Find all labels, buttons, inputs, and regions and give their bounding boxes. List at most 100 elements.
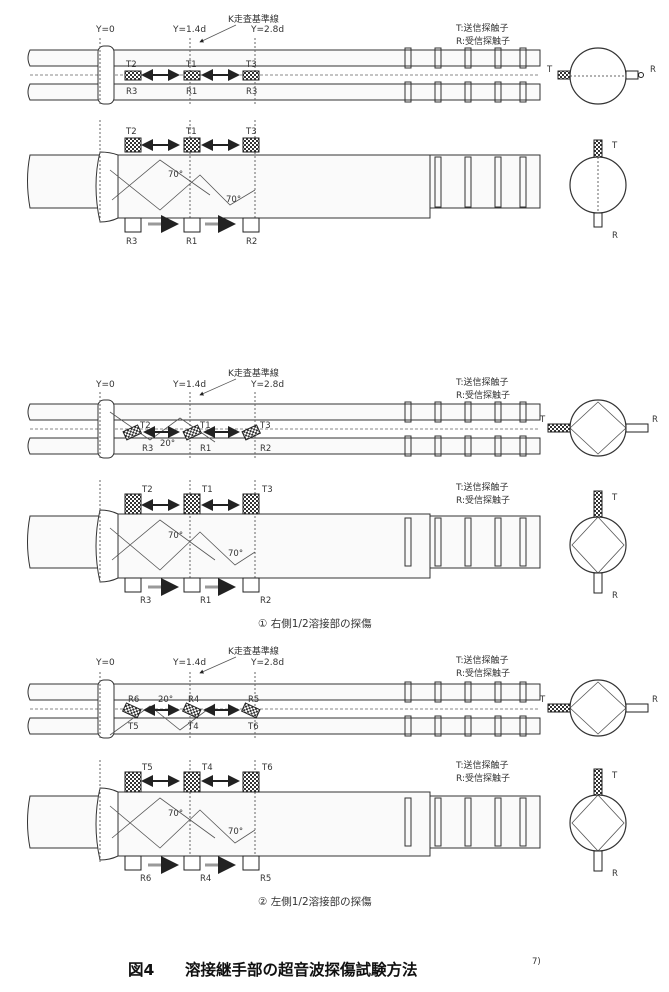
section-1: Y=0 Y=1.4d Y=2.8d K走査基準線 T:送信探触子 R:受信探触子	[27, 13, 656, 247]
s2-side-top-3: T3	[261, 485, 273, 495]
s2-cross-right: R	[652, 415, 658, 425]
s2-side-bot-2: R1	[200, 596, 211, 606]
s2-legend-t: T:送信探触子	[455, 376, 509, 388]
figure-title-text: 溶接継手部の超音波探傷試験方法	[185, 960, 418, 979]
s3-legend-t2: T:送信探触子	[455, 759, 509, 771]
figure-title: 図4 溶接継手部の超音波探傷試験方法 7)	[128, 957, 541, 979]
s3-angle-20: 20°	[158, 695, 173, 705]
s3-bot-label-2: T4	[187, 722, 199, 732]
s2-y1-label: Y=1.4d	[172, 380, 206, 390]
s3-top-label-2: R4	[188, 695, 199, 705]
s3-side-bot-3: R5	[260, 874, 271, 884]
s2-side-top-2: T1	[201, 485, 213, 495]
s3-side-bot-2: R4	[200, 874, 211, 884]
s1-angle-70a: 70°	[168, 170, 183, 180]
s2-k-line-label: K走査基準線	[228, 367, 279, 379]
s3-side-bot-1: R6	[140, 874, 151, 884]
s3-angle-70b: 70°	[228, 827, 243, 837]
s3-side-pipe	[27, 760, 541, 874]
s1-side-top-1: T2	[125, 127, 137, 137]
y2-label: Y=2.8d	[250, 25, 284, 35]
y0-label: Y=0	[95, 25, 115, 35]
top-view-pipes	[27, 38, 541, 106]
s3-top-view-pipes	[27, 672, 541, 740]
figure-ref: 7)	[532, 957, 541, 967]
s1-side-top-3: T3	[245, 127, 257, 137]
s3-legend-r: R:受信探触子	[456, 667, 510, 679]
s2-cross-bottom-label: R	[612, 591, 618, 601]
s3-bot-label-1: T5	[127, 722, 139, 732]
s3-top-label-3: R5	[248, 695, 259, 705]
s1-side-bot-1: R3	[126, 237, 137, 247]
s2-legend-t2: T:送信探触子	[455, 481, 509, 493]
s3-bot-label-3: T6	[247, 722, 259, 732]
s2-y2-label: Y=2.8d	[250, 380, 284, 390]
s1-side-top-2: T1	[185, 127, 197, 137]
s2-cross-top	[547, 399, 649, 457]
s2-side-bot-3: R2	[260, 596, 271, 606]
s2-caption: ① 右側1/2溶接部の探傷	[258, 617, 372, 630]
s3-cross-top	[547, 679, 649, 737]
s1-top-label-1: T2	[125, 60, 137, 70]
s2-side-bot-1: R3	[140, 596, 151, 606]
s1-cross-left: T	[546, 65, 553, 75]
s1-bot-label-3: R3	[246, 87, 257, 97]
s3-side-top-2: T4	[201, 763, 213, 773]
legend-t: T:送信探触子	[455, 22, 509, 34]
s2-top-view-pipes	[27, 392, 541, 460]
s2-cross-left: T	[539, 415, 546, 425]
s2-angle-70a: 70°	[168, 531, 183, 541]
s1-cross-top	[557, 47, 644, 105]
s3-y1-label: Y=1.4d	[172, 658, 206, 668]
s3-side-top-1: T5	[141, 763, 153, 773]
s2-top-label-2: T1	[199, 421, 211, 431]
s3-legend-t: T:送信探触子	[455, 654, 509, 666]
s2-angle-20: 20°	[160, 439, 175, 449]
s2-cross-top-label: T	[611, 493, 618, 503]
s1-top-label-3: T3	[245, 60, 257, 70]
s2-bot-label-2: R1	[200, 444, 211, 454]
s3-top-view-probes	[121, 702, 261, 719]
s3-y2-label: Y=2.8d	[250, 658, 284, 668]
s3-cross-top-label: T	[611, 771, 618, 781]
s3-cross-bottom	[569, 768, 627, 872]
s1-cross-top-label: T	[611, 141, 618, 151]
s2-y0-label: Y=0	[95, 380, 115, 390]
legend-r: R:受信探触子	[456, 35, 510, 47]
s2-side-pipe	[27, 480, 541, 596]
figure-number: 図4	[128, 961, 155, 979]
s1-side-pipe	[27, 120, 541, 233]
s3-y0-label: Y=0	[95, 658, 115, 668]
k-line-label: K走査基準線	[228, 13, 279, 25]
s3-side-top-3: T6	[261, 763, 273, 773]
s2-top-label-3: T3	[259, 421, 271, 431]
s2-legend-r: R:受信探触子	[456, 389, 510, 401]
s2-angle-70b: 70°	[228, 549, 243, 559]
s3-caption: ② 左側1/2溶接部の探傷	[258, 895, 372, 908]
s2-top-label-1: T2	[139, 421, 151, 431]
s1-bot-label-2: R1	[186, 87, 197, 97]
s2-legend-r2: R:受信探触子	[456, 494, 510, 506]
s3-cross-left: T	[539, 695, 546, 705]
s1-cross-bottom-label: R	[612, 231, 618, 241]
s3-angle-70a: 70°	[168, 809, 183, 819]
top-view-probes	[124, 69, 260, 81]
s1-top-label-2: T1	[185, 60, 197, 70]
s3-cross-right: R	[652, 695, 658, 705]
s1-side-bot-2: R1	[186, 237, 197, 247]
s1-angle-70b: 70°	[226, 195, 241, 205]
s1-cross-right: R	[650, 65, 656, 75]
s3-top-label-1: R6	[128, 695, 139, 705]
s2-bot-label-3: R2	[260, 444, 271, 454]
s2-side-top-1: T2	[141, 485, 153, 495]
section-2: Y=0 Y=1.4d Y=2.8d K走査基準線 T:送信探触子 R:受信探触子	[27, 367, 658, 630]
s3-legend-r2: R:受信探触子	[456, 772, 510, 784]
y1-label: Y=1.4d	[172, 25, 206, 35]
s1-bot-label-1: R3	[126, 87, 137, 97]
s2-bot-label-1: R3	[142, 444, 153, 454]
s1-side-bot-3: R2	[246, 237, 257, 247]
s2-top-view-probes	[122, 424, 262, 441]
s2-cross-bottom	[569, 490, 627, 594]
